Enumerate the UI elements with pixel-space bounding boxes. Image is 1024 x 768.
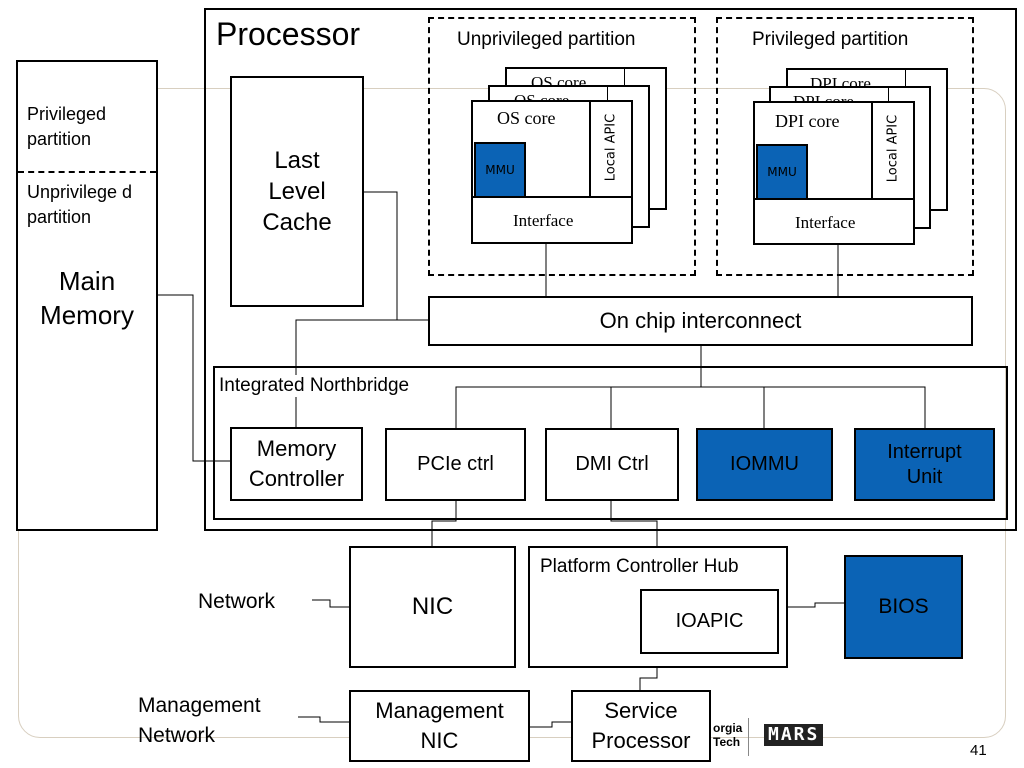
memory-controller: Memory Controller — [230, 427, 363, 501]
unprivileged-partition-title: Unprivileged partition — [457, 29, 636, 50]
mars-logo: MARS — [764, 724, 824, 746]
georgia-tech-logo-text: orgia Tech — [713, 721, 743, 749]
dpi-interface-label: Interface — [795, 213, 856, 232]
service-processor: Service Processor — [571, 690, 711, 762]
main-memory-block: Privileged partition Unprivilege d parti… — [16, 60, 158, 531]
bios: BIOS — [844, 555, 963, 659]
integrated-northbridge — [213, 366, 1008, 520]
os-interface-label: Interface — [513, 211, 574, 230]
os-core: OS core MMU Local APIC Interface — [471, 100, 633, 244]
dmi-controller: DMI Ctrl — [545, 428, 679, 501]
ioapic: IOAPIC — [640, 589, 779, 654]
pcie-controller: PCIe ctrl — [385, 428, 526, 501]
last-level-cache: Last Level Cache — [230, 76, 364, 307]
processor-title: Processor — [216, 16, 361, 52]
dpi-local-apic-label: Local APIC — [885, 114, 901, 183]
os-interface-divider — [473, 196, 631, 198]
partition-divider — [18, 171, 156, 173]
pch-title: Platform Controller Hub — [540, 556, 739, 577]
privileged-partition-title: Privileged partition — [752, 29, 909, 50]
on-chip-interconnect: On chip interconnect — [428, 296, 973, 346]
dpi-core-label: DPI core — [775, 111, 840, 131]
privileged-partition — [716, 17, 974, 276]
privileged-partition-label: Privileged partition — [27, 104, 107, 149]
iommu: IOMMU — [696, 428, 833, 501]
unprivileged-partition — [428, 17, 696, 276]
processor-block — [204, 8, 1017, 531]
network-label: Network — [198, 590, 276, 613]
page-number: 41 — [970, 742, 987, 759]
management-network-label: Management Network — [138, 694, 261, 747]
logo-divider — [748, 718, 749, 756]
llc-label: Last Level Cache — [262, 147, 332, 236]
platform-controller-hub: Platform Controller Hub IOAPIC — [528, 546, 788, 668]
nic: NIC — [349, 546, 516, 668]
os-core-label: OS core — [497, 108, 556, 128]
main-memory-title: Main Memory — [40, 266, 134, 330]
unprivileged-partition-label: Unprivilege d partition — [27, 182, 133, 227]
dpi-interface-divider — [755, 198, 913, 200]
os-apic-divider — [589, 102, 591, 196]
interrupt-unit: Interrupt Unit — [854, 428, 995, 501]
management-nic: Management NIC — [349, 690, 530, 762]
dpi-core: DPI core MMU Local APIC Interface — [753, 101, 915, 245]
dpi-mmu: MMU — [756, 144, 808, 200]
os-local-apic-label: Local APIC — [603, 113, 619, 182]
dpi-apic-divider — [871, 103, 873, 198]
northbridge-title: Integrated Northbridge — [219, 375, 412, 397]
os-mmu: MMU — [474, 142, 526, 198]
